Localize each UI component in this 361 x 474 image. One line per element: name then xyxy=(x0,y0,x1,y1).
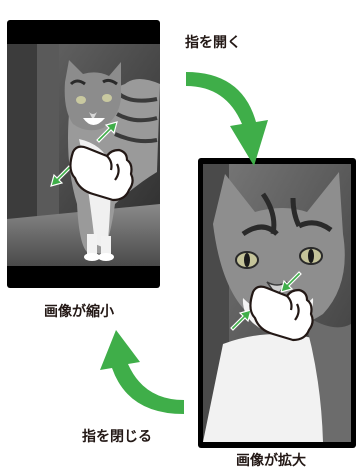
cat-photo-large xyxy=(203,164,351,442)
spread-fingers-label: 指を開く xyxy=(185,35,241,51)
image-enlarged-label: 画像が拡大 xyxy=(236,453,306,469)
reduced-image-screen xyxy=(7,20,160,288)
image-reduced-label: 画像が縮小 xyxy=(44,304,114,320)
spread-flow-arrow-icon xyxy=(186,72,270,166)
pinch-arrow-icon xyxy=(230,271,302,331)
pinch-fingers-label: 指を閉じる xyxy=(82,429,152,445)
cat-photo-small xyxy=(7,44,160,266)
spread-arrow-icon xyxy=(50,121,118,187)
pointing-hand-icon xyxy=(69,145,134,202)
enlarged-image-screen xyxy=(198,158,356,448)
pinch-flow-arrow-icon xyxy=(98,330,184,414)
pointing-hand-icon xyxy=(249,285,314,342)
